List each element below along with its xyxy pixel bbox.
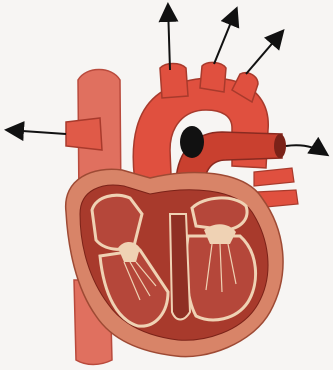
aorta-opening (180, 126, 204, 158)
arrow-up-middle (214, 10, 236, 64)
aorta-branch-2 (200, 62, 226, 92)
arrow-right (286, 145, 326, 154)
arrow-up-right (246, 32, 282, 74)
septum (170, 214, 190, 320)
arrow-left (8, 130, 66, 134)
arrow-up-left (168, 6, 170, 70)
right-atrium (92, 195, 142, 249)
pulmonary-artery-left (66, 118, 102, 150)
pulmonary-opening (274, 134, 286, 158)
pulmonary-vein-upper (254, 168, 294, 186)
aorta-branch-1 (160, 64, 188, 99)
